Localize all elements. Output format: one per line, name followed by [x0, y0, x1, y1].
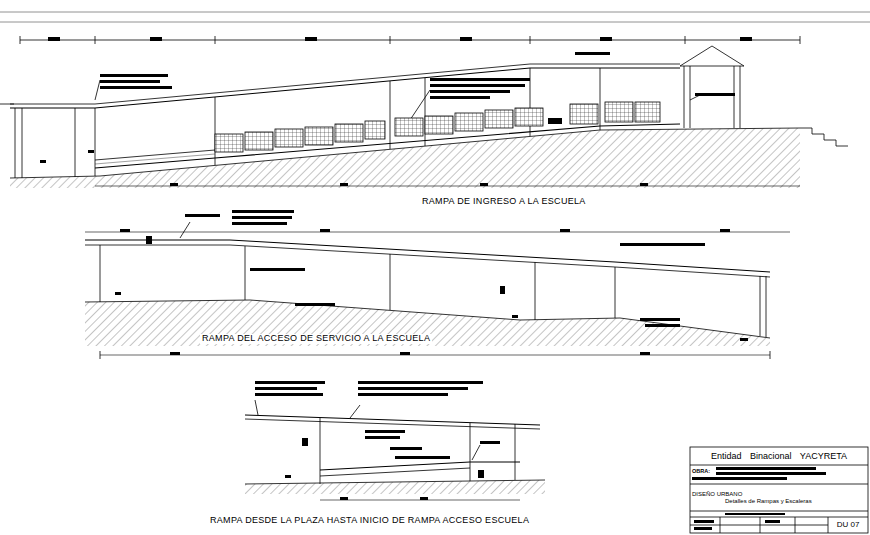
title-block-cell: DISEÑO URBANODetalles de Rampas y Escale…: [692, 486, 868, 510]
title-block-text: Entidad Binacional YACYRETA: [711, 451, 847, 461]
title-block-cell: DU 07: [828, 517, 868, 533]
title-block-text: OBRA:: [692, 468, 710, 474]
title-block-text: DISEÑO URBANO: [692, 491, 742, 498]
title-block-text: Detalles de Rampas y Escaleras: [725, 498, 812, 505]
title-block-cell: OBRA:: [692, 466, 716, 476]
drawing-caption: RAMPA DESDE LA PLAZA HASTA INICIO DE RAM…: [208, 516, 531, 526]
title-block-text: DU 07: [837, 520, 860, 529]
drawing-caption: RAMPA DE INGRESO A LA ESCUELA: [420, 197, 588, 207]
title-block-cell: Entidad Binacional YACYRETA: [690, 447, 868, 465]
drawing-caption: RAMPA DEL ACCESO DE SERVICIO A LA ESCUEL…: [200, 334, 432, 344]
